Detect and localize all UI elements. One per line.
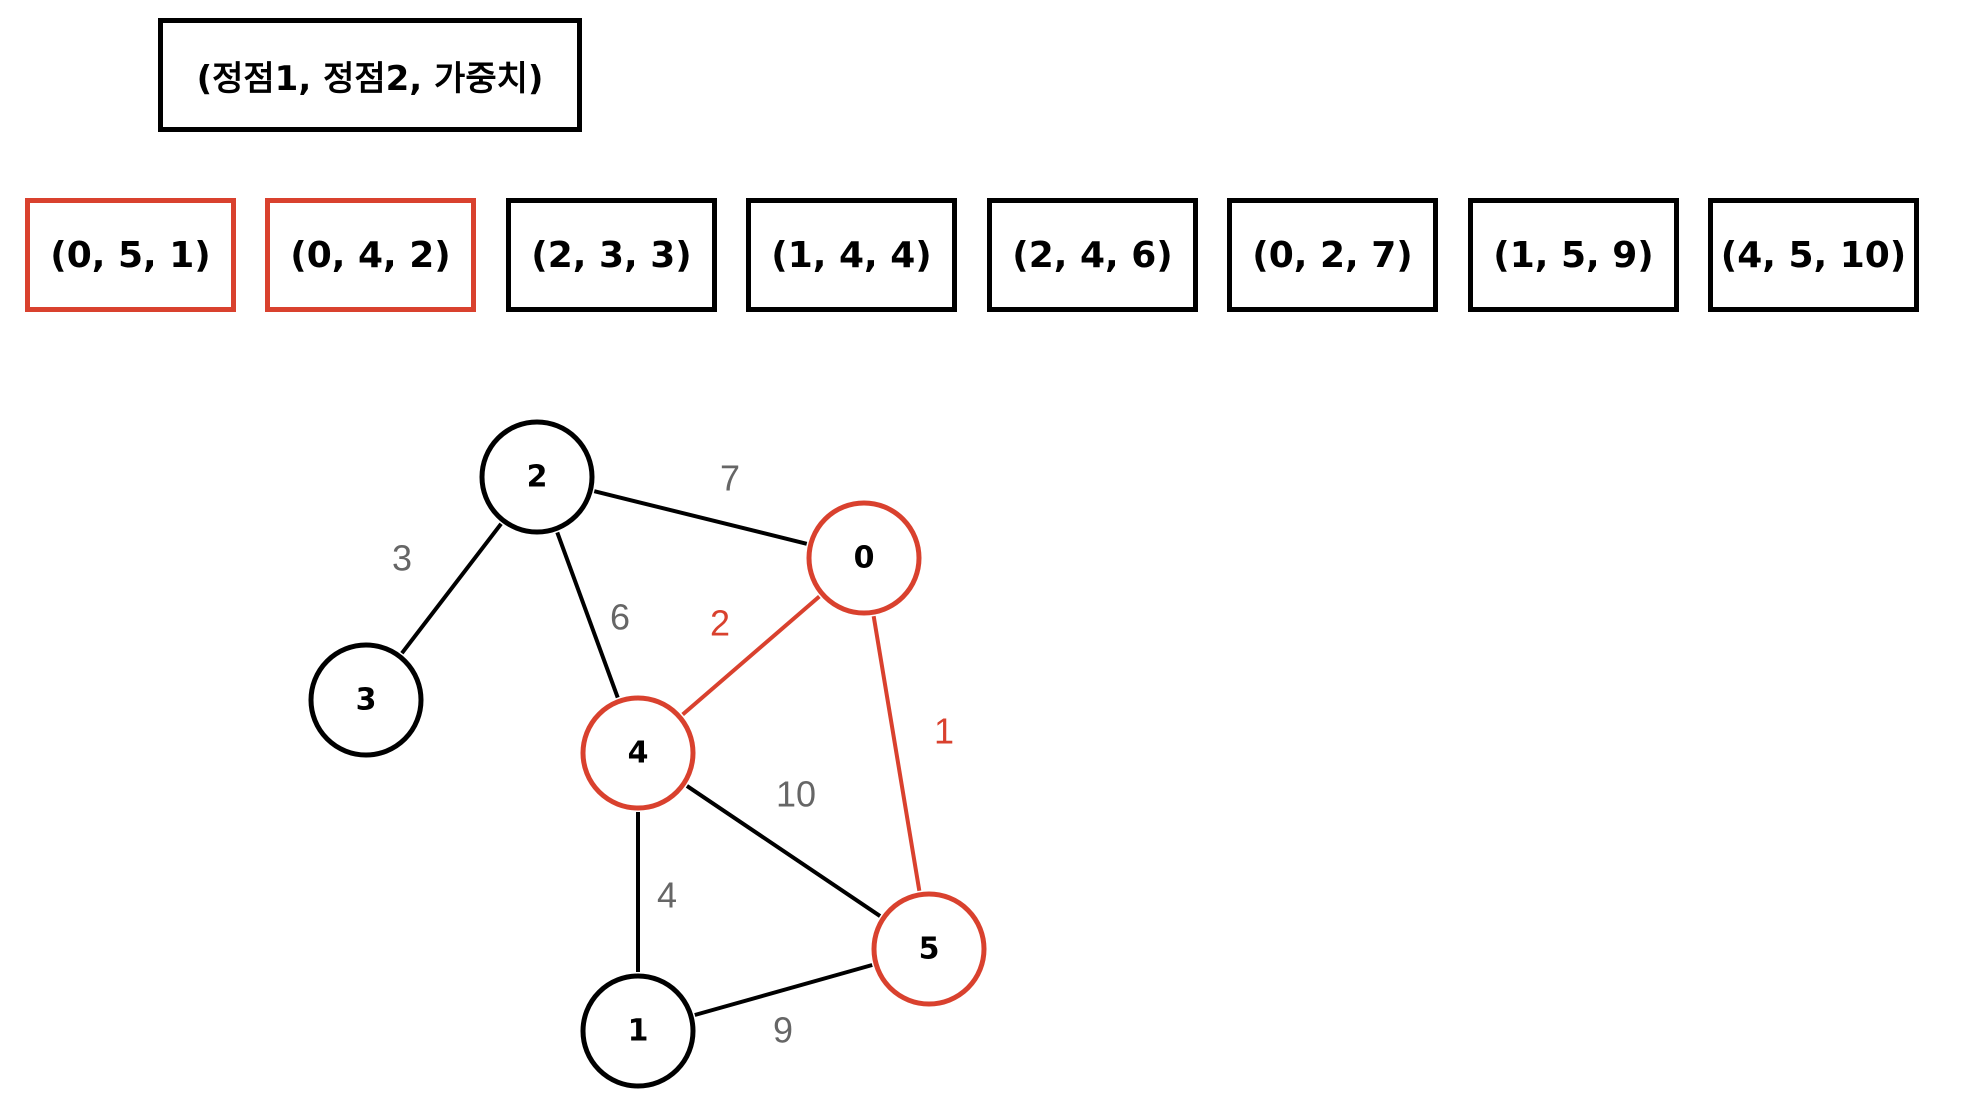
- node-2: 2: [479, 419, 595, 535]
- edge-weight-label: 9: [773, 1010, 793, 1051]
- node-label: 3: [356, 683, 377, 718]
- edge-0-4: [681, 595, 821, 716]
- edge-weight-label: 6: [610, 597, 630, 638]
- edge-weight-label: 2: [710, 603, 730, 644]
- node-label: 4: [628, 736, 649, 771]
- node-circle: [308, 642, 424, 758]
- edge-item-label: (1, 4, 4): [771, 234, 932, 276]
- node-circle: [806, 500, 922, 616]
- edge-item-label: (0, 2, 7): [1252, 234, 1413, 276]
- legend-label: (정점1, 정점2, 가중치): [196, 58, 544, 99]
- edge-1-5: [694, 963, 873, 1017]
- edge-weight-label: 10: [776, 774, 816, 815]
- edge-2-4: [555, 531, 620, 699]
- node-label: 2: [527, 460, 548, 495]
- node-1: 1: [580, 973, 696, 1089]
- edge-item-5: (0, 2, 7): [1227, 198, 1438, 312]
- edge-weight-label: 1: [934, 711, 954, 752]
- edge-item-6: (1, 5, 9): [1468, 198, 1679, 312]
- node-circle: [871, 891, 987, 1007]
- edge-weight-label: 3: [392, 538, 412, 579]
- edge-item-3: (1, 4, 4): [746, 198, 957, 312]
- node-circle: [580, 695, 696, 811]
- edge-item-7: (4, 5, 10): [1708, 198, 1919, 312]
- edge-item-label: (0, 5, 1): [50, 234, 211, 276]
- node-4: 4: [580, 695, 696, 811]
- edge-item-4: (2, 4, 6): [987, 198, 1198, 312]
- edge-2-3: [400, 522, 503, 655]
- edge-weight-label: 7: [720, 458, 740, 499]
- edge-4-5: [685, 784, 882, 918]
- edge-item-label: (2, 3, 3): [531, 234, 692, 276]
- node-3: 3: [308, 642, 424, 758]
- node-label: 1: [628, 1014, 649, 1049]
- edge-item-2: (2, 3, 3): [506, 198, 717, 312]
- node-circle: [479, 419, 595, 535]
- edge-weight-label: 4: [657, 875, 677, 916]
- edge-item-label: (1, 5, 9): [1493, 234, 1654, 276]
- edge-item-0: (0, 5, 1): [25, 198, 236, 312]
- edge-item-label: (4, 5, 10): [1720, 234, 1907, 276]
- edge-0-5: [871, 615, 922, 892]
- legend-box: (정점1, 정점2, 가중치): [158, 18, 582, 132]
- edge-item-label: (2, 4, 6): [1012, 234, 1173, 276]
- node-0: 0: [806, 500, 922, 616]
- edge-item-label: (0, 4, 2): [290, 234, 451, 276]
- node-circle: [580, 973, 696, 1089]
- edge-item-1: (0, 4, 2): [265, 198, 476, 312]
- node-label: 5: [919, 932, 940, 967]
- node-label: 0: [854, 541, 875, 576]
- edge-2-0: [593, 489, 808, 546]
- node-5: 5: [871, 891, 987, 1007]
